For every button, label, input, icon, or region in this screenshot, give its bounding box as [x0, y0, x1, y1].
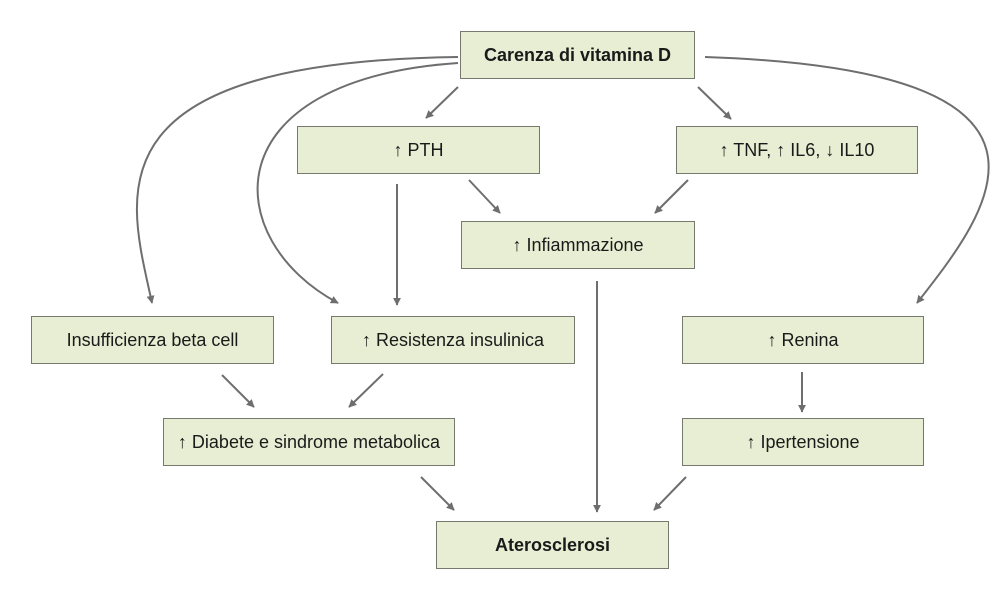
edge-diabetes-athero [420, 476, 455, 511]
node-hypertension: ↑ Ipertensione [682, 418, 924, 466]
edge-pth-inflammation [468, 179, 501, 214]
node-pth: ↑ PTH [297, 126, 540, 174]
edge-cytokines-inflammation [654, 179, 689, 214]
edge-vitd-renin [704, 56, 990, 304]
edge-vitd-insulin [256, 62, 459, 304]
edge-vitd-pth [425, 86, 459, 119]
node-vitamin-d-deficiency: Carenza di vitamina D [460, 31, 695, 79]
edge-hypertension-athero [653, 476, 687, 511]
edge-beta-diabetes [221, 374, 255, 408]
node-diabetes: ↑ Diabete e sindrome metabolica [163, 418, 455, 466]
node-atherosclerosis: Aterosclerosi [436, 521, 669, 569]
node-cytokines: ↑ TNF, ↑ IL6, ↓ IL10 [676, 126, 918, 174]
edge-vitd-beta [136, 56, 459, 304]
edge-insulin-diabetes [348, 373, 384, 408]
node-beta-cell-insufficiency: Insufficienza beta cell [31, 316, 274, 364]
edge-vitd-cytokines [697, 86, 732, 120]
node-inflammation: ↑ Infiammazione [461, 221, 695, 269]
node-insulin-resistance: ↑ Resistenza insulinica [331, 316, 575, 364]
node-renin: ↑ Renina [682, 316, 924, 364]
